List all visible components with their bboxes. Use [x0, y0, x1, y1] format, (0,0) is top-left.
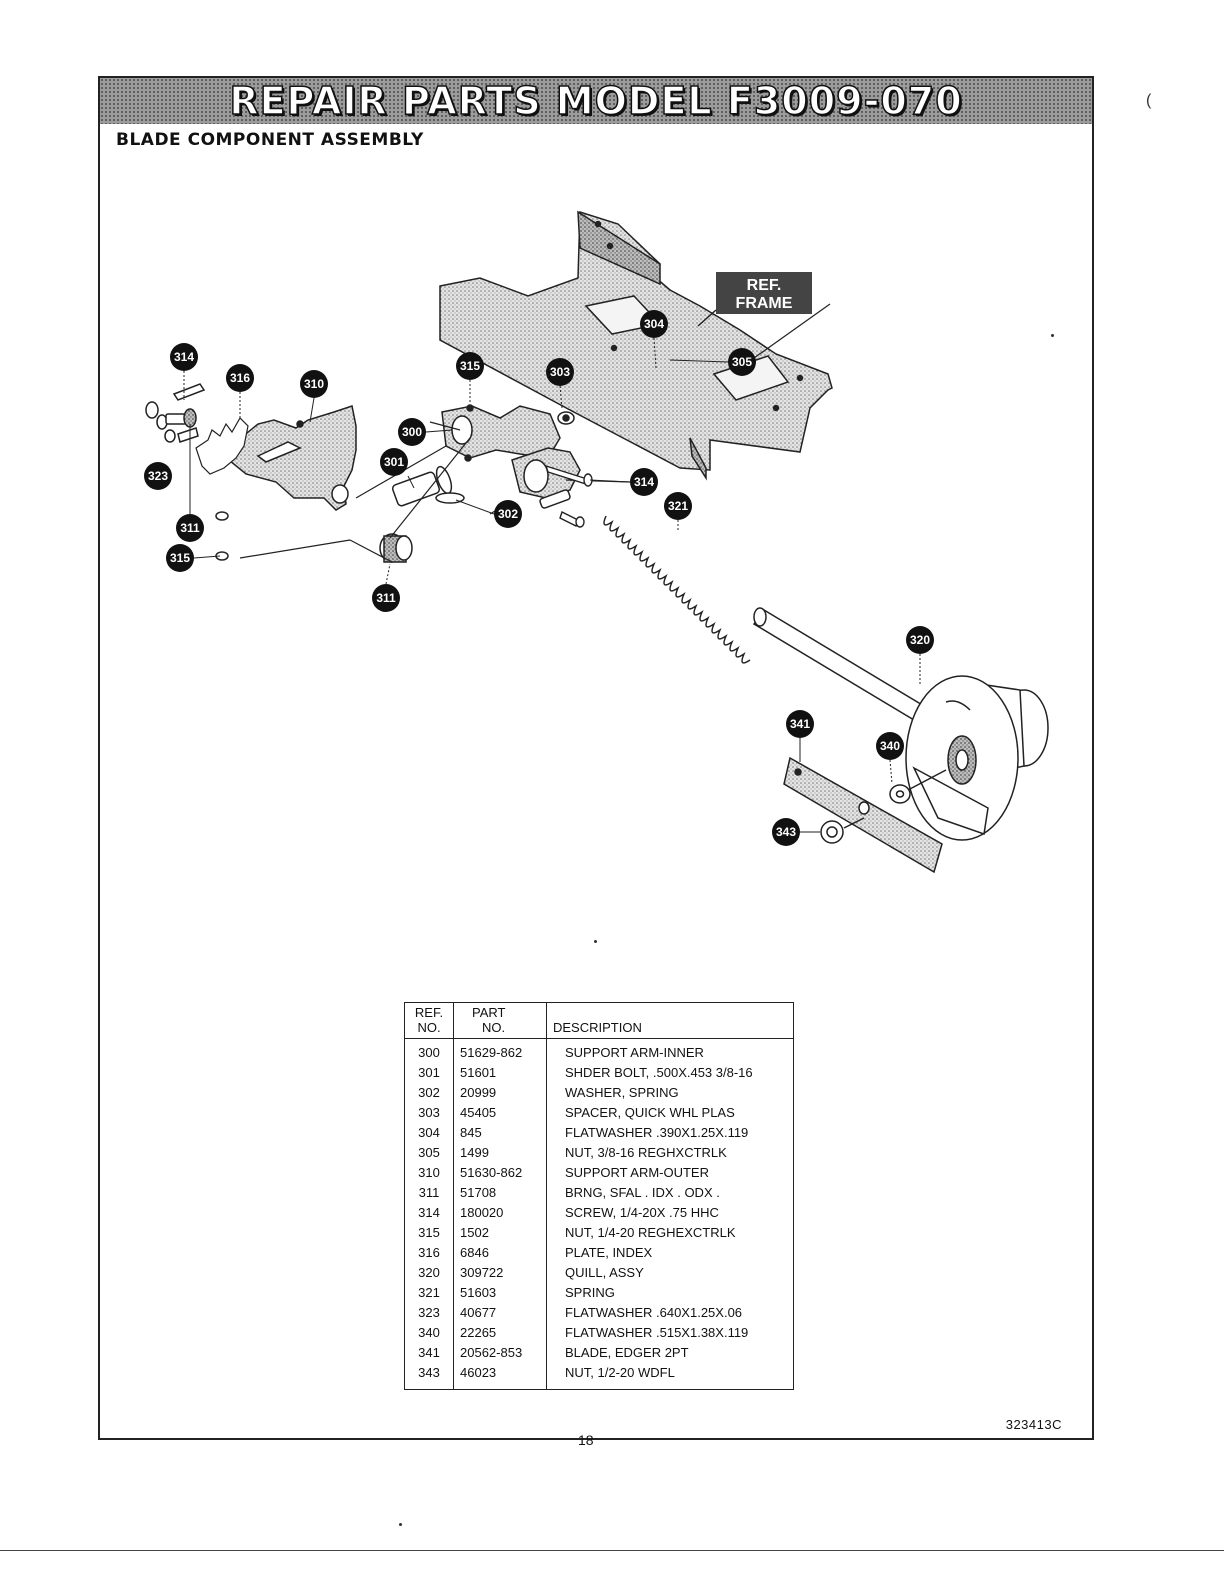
svg-text:311: 311 — [180, 521, 200, 535]
page-title: REPAIR PARTS MODEL F3009-070 — [229, 78, 963, 124]
svg-text:340: 340 — [880, 739, 900, 753]
svg-text:316: 316 — [230, 371, 250, 385]
edger-blade — [783, 756, 943, 874]
svg-text:302: 302 — [498, 507, 518, 521]
svg-text:FRAME: FRAME — [736, 295, 793, 312]
svg-text:303: 303 — [550, 365, 570, 379]
svg-text:300: 300 — [402, 425, 422, 439]
svg-text:305: 305 — [732, 355, 752, 369]
svg-text:343: 343 — [776, 825, 796, 839]
svg-text:315: 315 — [460, 359, 480, 373]
svg-text:341: 341 — [790, 717, 810, 731]
support-arm-inner — [441, 404, 561, 462]
svg-text:314: 314 — [174, 350, 194, 364]
callout-340: 340 — [876, 732, 904, 760]
callout-341: 341 — [786, 710, 814, 738]
callout-320: 320 — [906, 626, 934, 654]
spring — [603, 515, 751, 664]
svg-text:314: 314 — [634, 475, 654, 489]
page-frame: REPAIR PARTS MODEL F3009-070 BLADE COMPO… — [98, 76, 1094, 1440]
callout-311-lower: 311 — [372, 584, 400, 612]
shoulder-bolt-and-washer — [391, 465, 465, 507]
exploded-parts-diagram: REF. FRAME — [144, 210, 1049, 874]
callout-302: 302 — [494, 500, 522, 528]
section-subtitle: BLADE COMPONENT ASSEMBLY — [116, 130, 424, 150]
callout-314-right: 314 — [630, 468, 658, 496]
page-number: 18 — [578, 1432, 594, 1448]
stray-dot — [399, 1523, 402, 1526]
index-plate — [195, 417, 249, 475]
callout-markers: 314 316 310 323 311 315 311 315 300 301 … — [144, 310, 934, 846]
svg-text:320: 320 — [910, 633, 930, 647]
callout-303: 303 — [546, 358, 574, 386]
callout-301: 301 — [380, 448, 408, 476]
svg-text:311: 311 — [376, 591, 396, 605]
callout-343: 343 — [772, 818, 800, 846]
callout-300: 300 — [398, 418, 426, 446]
callout-323: 323 — [144, 462, 172, 490]
ref-no-header: REF.NO. — [404, 1002, 454, 1039]
callout-316: 316 — [226, 364, 254, 392]
stray-dot — [594, 940, 597, 943]
blade-hardware — [820, 769, 947, 844]
title-banner: REPAIR PARTS MODEL F3009-070 — [100, 78, 1092, 124]
callout-304: 304 — [640, 310, 668, 338]
svg-text:310: 310 — [304, 377, 324, 391]
stray-dot — [1051, 334, 1054, 337]
callout-315-upper: 315 — [456, 352, 484, 380]
callout-314-left: 314 — [170, 343, 198, 371]
small-screws — [544, 464, 593, 528]
description-header: DESCRIPTION — [546, 1002, 794, 1039]
document-code: 323413C — [1005, 1417, 1062, 1432]
svg-text:315: 315 — [170, 551, 190, 565]
svg-text:304: 304 — [644, 317, 664, 331]
callout-321: 321 — [664, 492, 692, 520]
svg-text:REF.: REF. — [747, 277, 782, 294]
quill-assembly — [752, 607, 1049, 841]
callout-311-left: 311 — [176, 514, 204, 542]
svg-text:301: 301 — [384, 455, 404, 469]
callout-310: 310 — [300, 370, 328, 398]
bottom-rule — [0, 1550, 1224, 1551]
inner-bracket — [511, 411, 581, 509]
callout-315-left: 315 — [166, 544, 194, 572]
svg-text:321: 321 — [668, 499, 688, 513]
svg-text:323: 323 — [148, 469, 168, 483]
support-arm-outer — [222, 405, 357, 511]
callout-305: 305 — [728, 348, 756, 376]
callout-leaders — [183, 337, 921, 833]
margin-mark: ( — [1146, 92, 1152, 109]
ref-frame-label: REF. FRAME — [697, 272, 812, 327]
